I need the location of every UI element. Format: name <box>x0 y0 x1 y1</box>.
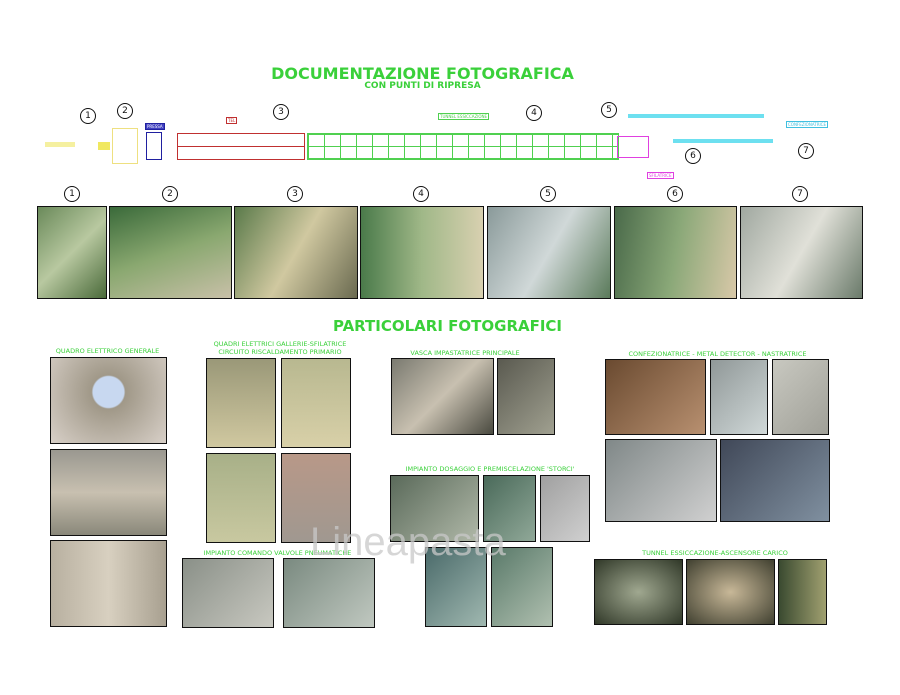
photo-3 <box>234 206 358 299</box>
photo-panel <box>206 358 276 448</box>
group-label: CONFEZIONATRICE - METAL DETECTOR - NASTR… <box>628 350 807 358</box>
photo-main-panel <box>50 449 167 536</box>
photo-main-panel <box>50 540 167 627</box>
photo-panel <box>281 358 351 448</box>
photo-dosing <box>540 475 590 542</box>
photo-packaging <box>772 359 829 435</box>
point-marker-5: 5 <box>601 102 617 118</box>
watermark: Lineapasta <box>310 520 506 564</box>
photo-mixer <box>497 358 555 435</box>
photo-2 <box>109 206 232 299</box>
photo-1 <box>37 206 107 299</box>
section-title: PARTICOLARI FOTOGRAFICI <box>332 317 563 335</box>
diagram-feeder <box>45 142 75 147</box>
photo-number-2: 2 <box>162 186 178 202</box>
tag-sfilatrice: SFILATRICE <box>647 172 674 179</box>
group-label: IMPIANTO DOSAGGIO E PREMISCELAZIONE 'STO… <box>405 465 575 473</box>
photo-dosing <box>390 475 479 542</box>
photo-tunnel <box>686 559 775 625</box>
tag-press: PRESSA <box>145 123 165 130</box>
photo-5 <box>487 206 611 299</box>
diagram-packline <box>673 139 773 143</box>
diagram-tunnel <box>307 133 619 160</box>
point-marker-4: 4 <box>526 105 542 121</box>
photo-dosing <box>491 547 553 627</box>
diagram-conveyor <box>628 114 764 118</box>
point-marker-6: 6 <box>685 148 701 164</box>
tag-tunnel: TUNNEL ESSICCAZIONE <box>438 113 490 120</box>
diagram-mixer <box>112 128 138 164</box>
point-marker-2: 2 <box>117 103 133 119</box>
diagram-doser <box>98 142 110 150</box>
photo-panel <box>206 453 276 543</box>
photo-number-3: 3 <box>287 186 303 202</box>
photo-number-1: 1 <box>64 186 80 202</box>
diagram-predryer <box>177 133 305 160</box>
tag-confezionatrice: CONFEZIONATRICE <box>786 121 828 128</box>
photo-number-7: 7 <box>792 186 808 202</box>
page-subtitle: CON PUNTI DI RIPRESA <box>364 81 481 91</box>
group-label: QUADRI ELETTRICI GALLERIE-SFILATRICE <box>213 340 347 348</box>
photo-packaging <box>710 359 768 435</box>
photo-packaging <box>605 439 717 522</box>
point-marker-1: 1 <box>80 108 96 124</box>
photo-mixer <box>391 358 494 435</box>
photo-main-panel <box>50 357 167 444</box>
photo-valves <box>283 558 375 628</box>
photo-dosing <box>425 547 487 627</box>
photo-packaging <box>605 359 706 435</box>
tag-tel: TEL <box>226 117 238 124</box>
photo-valves <box>182 558 274 628</box>
group-label: VASCA IMPASTATRICE PRINCIPALE <box>410 349 520 357</box>
photo-number-6: 6 <box>667 186 683 202</box>
point-marker-3: 3 <box>273 104 289 120</box>
page-title: DOCUMENTAZIONE FOTOGRAFICA <box>271 64 574 83</box>
photo-number-5: 5 <box>540 186 556 202</box>
photo-tunnel <box>594 559 683 625</box>
photo-lift <box>778 559 827 625</box>
group-label: IMPIANTO COMANDO VALVOLE PNEUMATICHE <box>203 549 352 557</box>
group-label: QUADRO ELETTRICO GENERALE <box>55 347 160 355</box>
diagram-press <box>146 132 162 160</box>
photo-6 <box>614 206 737 299</box>
group-label: CIRCUITO RISCALDAMENTO PRIMARIO <box>218 348 342 356</box>
photo-4 <box>360 206 484 299</box>
photo-7 <box>740 206 863 299</box>
group-label: TUNNEL ESSICCAZIONE-ASCENSORE CARICO <box>642 549 788 557</box>
photo-metal-detector <box>720 439 830 522</box>
photo-dosing <box>483 475 536 542</box>
point-marker-7: 7 <box>798 143 814 159</box>
photo-number-4: 4 <box>413 186 429 202</box>
diagram-sfilatrice <box>617 136 649 158</box>
photo-panel <box>281 453 351 543</box>
